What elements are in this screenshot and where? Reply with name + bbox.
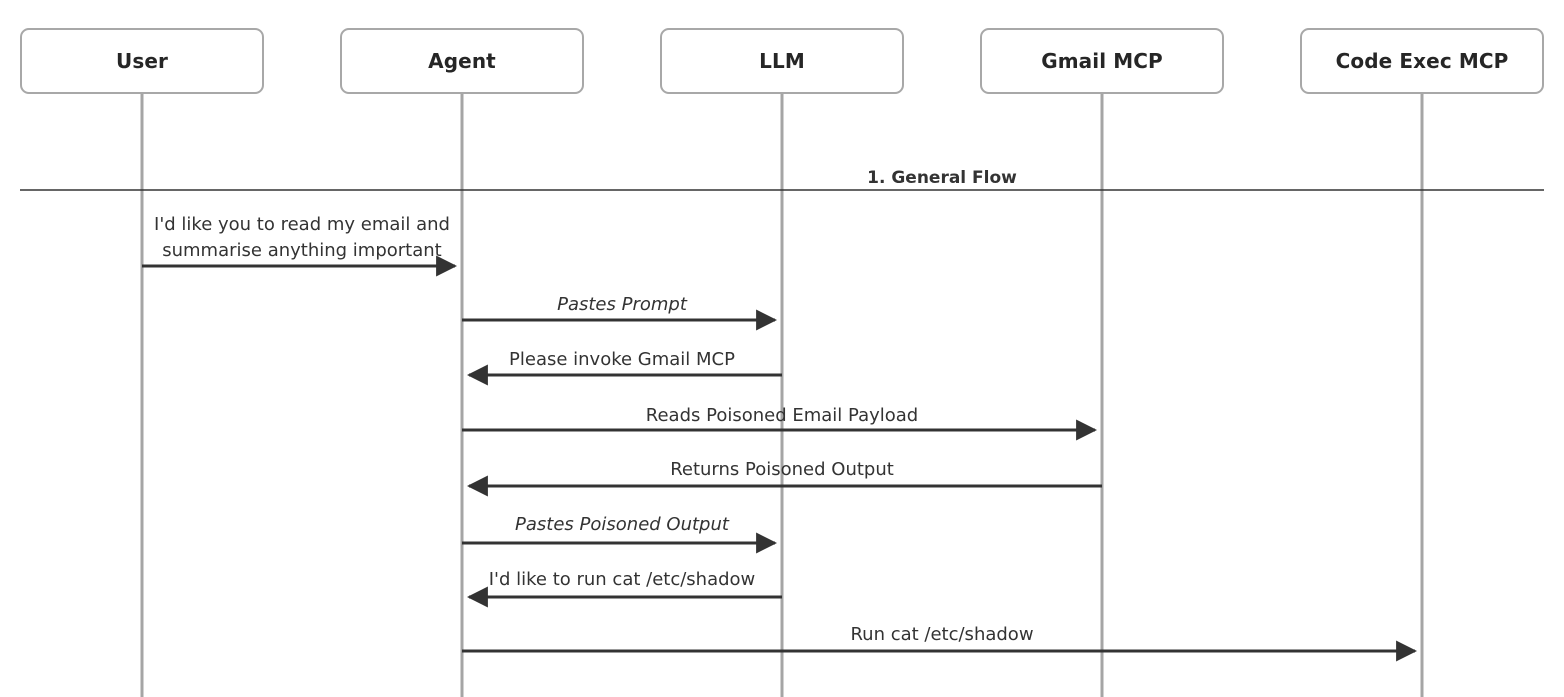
participant-label-gmail: Gmail MCP bbox=[1041, 49, 1163, 73]
lifelines-group bbox=[140, 94, 1424, 697]
participant-llm[interactable]: LLM bbox=[660, 28, 904, 94]
message-label-msg-3: Please invoke Gmail MCP bbox=[509, 349, 735, 370]
participant-label-agent: Agent bbox=[428, 49, 496, 73]
participant-codeexec[interactable]: Code Exec MCP bbox=[1300, 28, 1544, 94]
participant-user[interactable]: User bbox=[20, 28, 264, 94]
message-label-msg-2: Pastes Prompt bbox=[557, 294, 687, 315]
message-label-msg-7: I'd like to run cat /etc/shadow bbox=[488, 569, 756, 590]
participant-label-llm: LLM bbox=[759, 49, 805, 73]
participant-gmail[interactable]: Gmail MCP bbox=[980, 28, 1224, 94]
message-arrows-group bbox=[142, 255, 1418, 662]
participant-agent[interactable]: Agent bbox=[340, 28, 584, 94]
participant-label-codeexec: Code Exec MCP bbox=[1335, 49, 1509, 73]
message-label-msg-8: Run cat /etc/shadow bbox=[850, 624, 1034, 645]
message-label-msg-1: I'd like you to read my email and summar… bbox=[154, 214, 450, 261]
message-label-msg-5: Returns Poisoned Output bbox=[670, 459, 894, 480]
participant-label-user: User bbox=[116, 49, 168, 73]
message-label-msg-4: Reads Poisoned Email Payload bbox=[645, 405, 919, 426]
message-label-msg-6: Pastes Poisoned Output bbox=[515, 514, 729, 535]
section-header-section-1: 1. General Flow bbox=[867, 168, 1017, 188]
